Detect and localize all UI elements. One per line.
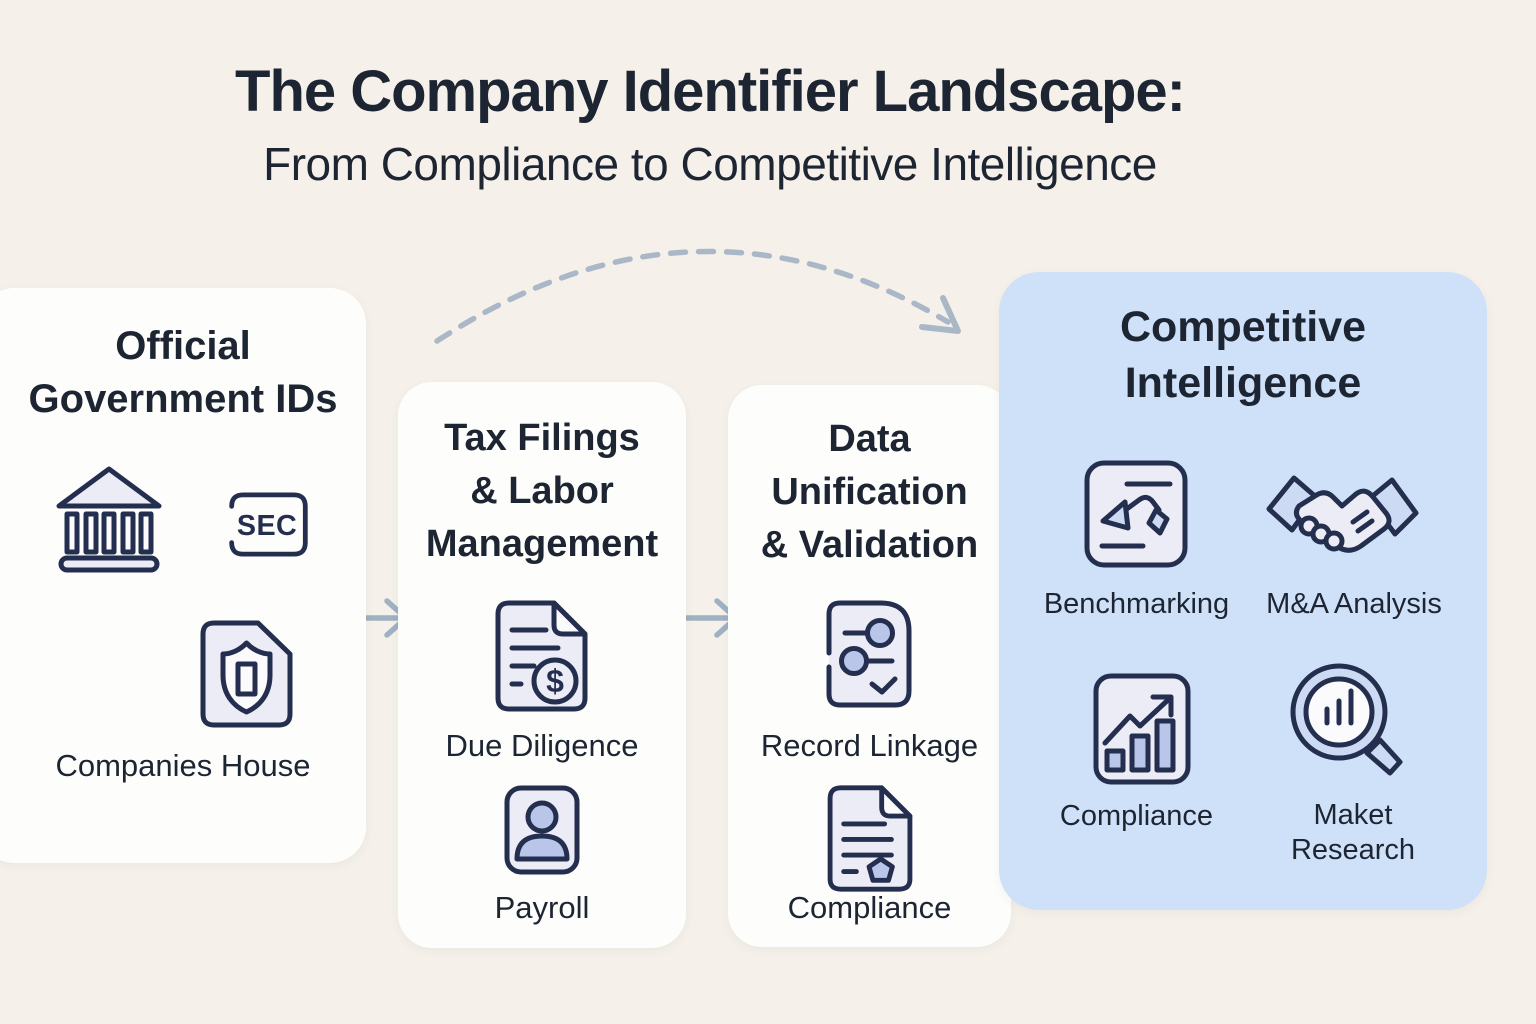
handshake-icon: [1266, 475, 1419, 553]
shield-document-icon: [200, 620, 293, 728]
card-title: Competitive Intelligence: [1119, 303, 1367, 407]
person-icon: [504, 785, 580, 875]
card-title: Official Government IDs: [28, 324, 338, 421]
card-title: Data Unification & Validation: [760, 418, 979, 567]
item-label: Due Diligence: [445, 728, 639, 763]
item-label: Companies House: [55, 748, 311, 783]
item-label: Payroll: [494, 890, 590, 925]
magnifier-chart-icon: [1290, 663, 1403, 776]
sec-label: SEC: [237, 510, 297, 542]
item-label: Compliance: [787, 890, 952, 925]
card-title: Tax Filings & Labor Management: [425, 417, 659, 566]
page-subtitle: From Compliance to Competitive Intellige…: [263, 138, 1157, 190]
document-seal-icon: [827, 785, 912, 892]
item-label: Compliance: [1059, 800, 1214, 832]
page-header: The Company Identifier Landscape: From C…: [0, 58, 1420, 191]
bar-chart-growth-icon: [1093, 673, 1191, 785]
card-data-unification-validation: Data Unification & Validation Record Lin…: [728, 385, 1011, 947]
dashed-curve-arrow-icon: [434, 248, 961, 344]
item-label: Record Linkage: [760, 728, 979, 763]
sliders-document-icon: [826, 600, 911, 708]
item-label: M&A Analysis: [1266, 588, 1442, 620]
card-competitive-intelligence: Competitive Intelligence Benchmarking M&…: [999, 272, 1487, 910]
government-building-icon: [56, 466, 162, 573]
card-tax-filings-labor-management: Tax Filings & Labor Management $ Due Dil…: [398, 382, 686, 948]
card-official-government-ids: Official Government IDs SEC Companies Ho…: [0, 288, 366, 863]
page-title: The Company Identifier Landscape:: [235, 59, 1186, 124]
item-label: Benchmarking: [1043, 588, 1230, 620]
item-label: Maket Research: [1290, 799, 1416, 867]
document-dollar-icon: $: [495, 600, 588, 712]
dollar-glyph: $: [546, 663, 564, 699]
benchmarking-icon: [1084, 460, 1188, 568]
sec-badge-icon: SEC: [229, 492, 308, 557]
